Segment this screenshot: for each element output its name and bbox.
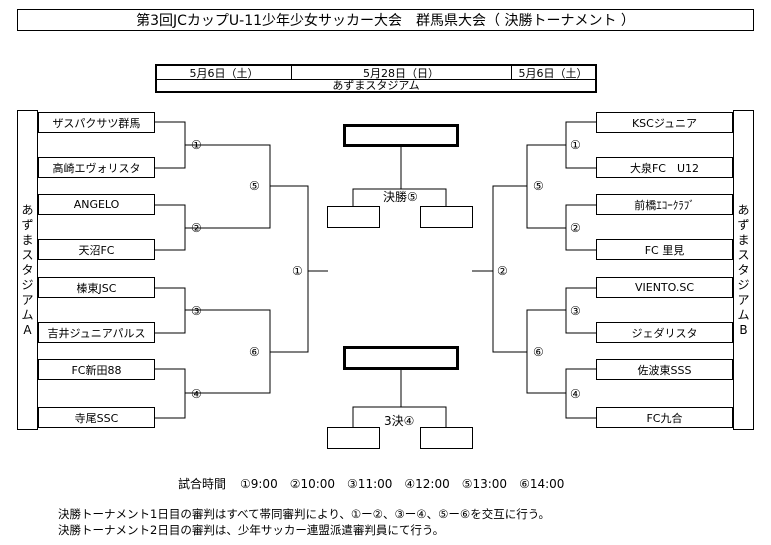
schedule-times: ①9:00 ②10:00 ③11:00 ④12:00 ⑤13:00 ⑥14:00 <box>240 477 565 491</box>
team-right-8: FC九合 <box>596 407 733 428</box>
match-label-right-4: ④ <box>570 387 581 401</box>
date-center: 5月28日（日） <box>291 66 512 80</box>
team-left-3: ANGELO <box>38 194 155 215</box>
third-winner-box <box>343 346 459 370</box>
team-left-2: 高崎エヴォリスタ <box>38 157 155 178</box>
dates-header: 5月6日（土） 5月28日（日） 5月6日（土） あずまスタジアム <box>155 64 597 93</box>
date-left: 5月6日（土） <box>157 66 292 80</box>
team-left-4: 天沼FC <box>38 239 155 260</box>
match-label-left-3: ③ <box>191 304 202 318</box>
team-right-4: FC 里見 <box>596 239 733 260</box>
team-right-6: ジェダリスタ <box>596 322 733 343</box>
venue-center: あずまスタジアム <box>332 79 420 92</box>
schedule-label: 試合時間 <box>178 477 227 491</box>
team-right-3: 前橋ｴｺｰｸﾗﾌﾞ <box>596 194 733 215</box>
team-right-2: 大泉FC U12 <box>596 157 733 178</box>
note-1: 決勝トーナメント1日目の審判はすべて帯同審判により、①ー②、③ー④、⑤ー⑥を交互… <box>58 507 551 521</box>
final-score-left <box>327 206 380 228</box>
match-label-right-2: ② <box>570 221 581 235</box>
date-right: 5月6日（土） <box>511 66 595 80</box>
team-left-5: 榛東JSC <box>38 277 155 298</box>
match-label-left-5: ⑤ <box>249 179 260 193</box>
third-score-right <box>420 427 473 449</box>
team-left-8: 寺尾SSC <box>38 407 155 428</box>
venue-left: あ ず ま ス タ ジ ア ム A <box>17 110 38 430</box>
team-left-6: 吉井ジュニアパルス <box>38 322 155 343</box>
match-label-right-6: ⑥ <box>533 345 544 359</box>
final-score-right <box>420 206 473 228</box>
team-right-1: KSCジュニア <box>596 112 733 133</box>
venue-right: あ ず ま ス タ ジ ア ム B <box>733 110 754 430</box>
match-label-left-6: ⑥ <box>249 345 260 359</box>
match-label-right-3: ③ <box>570 304 581 318</box>
team-left-7: FC新田88 <box>38 359 155 380</box>
team-right-7: 佐波東SSS <box>596 359 733 380</box>
match-label-left-semi: ① <box>292 264 303 278</box>
match-label-right-1: ① <box>570 138 581 152</box>
third-label: 3決④ <box>384 414 415 428</box>
team-left-1: ザスパクサツ群馬 <box>38 112 155 133</box>
note-2: 決勝トーナメント2日目の審判は、少年サッカー連盟派遣審判員にて行う。 <box>58 523 445 537</box>
match-label-right-5: ⑤ <box>533 179 544 193</box>
match-label-right-semi: ② <box>497 264 508 278</box>
final-label: 決勝⑤ <box>382 190 419 204</box>
final-winner-box <box>343 124 459 147</box>
match-label-left-1: ① <box>191 138 202 152</box>
third-score-left <box>327 427 380 449</box>
team-right-5: VIENTO.SC <box>596 277 733 298</box>
match-label-left-4: ④ <box>191 387 202 401</box>
page-title: 第3回JCカップU-11少年少女サッカー大会 群馬県大会（ 決勝トーナメント ） <box>17 9 754 31</box>
match-label-left-2: ② <box>191 221 202 235</box>
